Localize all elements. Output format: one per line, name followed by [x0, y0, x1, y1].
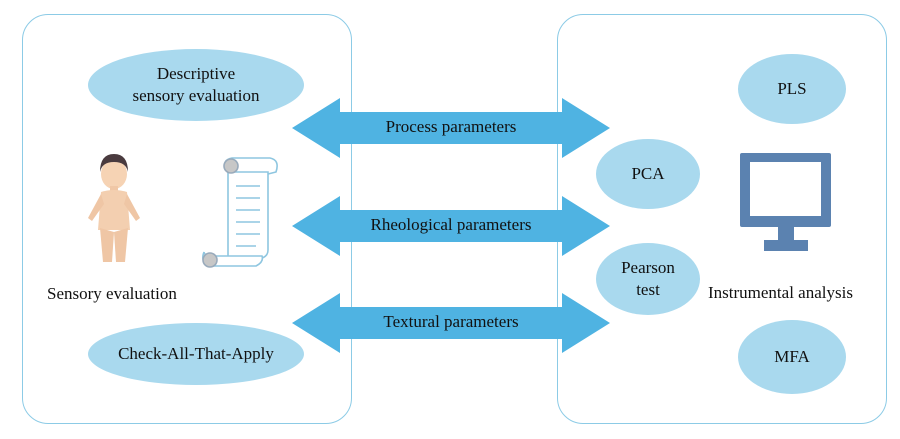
check-all-that-apply-ellipse: Check-All-That-Apply [88, 323, 304, 385]
textural-parameters-arrow [292, 293, 610, 353]
pearson-line2: test [636, 280, 660, 299]
mfa-label: MFA [774, 347, 810, 366]
person-figure-icon [88, 154, 140, 262]
descriptive-sensory-evaluation-ellipse: Descriptive sensory evaluation [88, 49, 304, 121]
rheological-parameters-arrow [292, 196, 610, 256]
scroll-document-icon [202, 157, 278, 268]
textural-parameters-label: Textural parameters [383, 312, 519, 331]
pca-ellipse: PCA [596, 139, 700, 209]
pearson-test-ellipse: Pearson test [596, 243, 700, 315]
check-all-that-apply-label: Check-All-That-Apply [118, 344, 274, 363]
rheological-parameters-label: Rheological parameters [370, 215, 532, 234]
process-parameters-arrow [292, 98, 610, 158]
descriptive-line2: sensory evaluation [132, 86, 260, 105]
computer-monitor-icon [740, 153, 831, 251]
sensory-evaluation-label: Sensory evaluation [47, 284, 177, 303]
pca-label: PCA [631, 164, 665, 183]
descriptive-line1: Descriptive [156, 64, 236, 83]
instrumental-analysis-label: Instrumental analysis [708, 283, 853, 302]
pls-label: PLS [777, 79, 807, 98]
mfa-ellipse: MFA [738, 320, 846, 394]
process-parameters-label: Process parameters [385, 117, 517, 136]
pls-ellipse: PLS [738, 54, 846, 124]
pearson-line1: Pearson [621, 258, 675, 277]
